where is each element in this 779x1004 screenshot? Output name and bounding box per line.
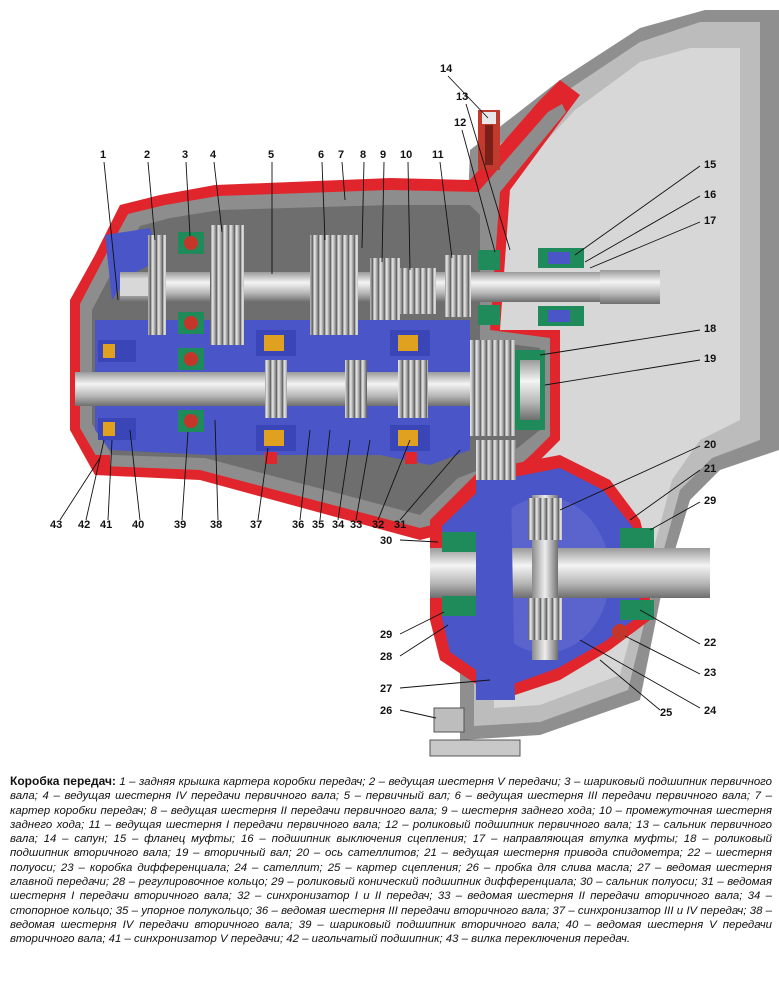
- label-31: 31: [394, 519, 406, 531]
- label-39: 39: [174, 519, 186, 531]
- label-23: 23: [704, 667, 716, 679]
- label-6: 6: [318, 149, 324, 161]
- label-9: 9: [380, 149, 386, 161]
- breather: [478, 110, 500, 170]
- label-12: 12: [454, 117, 466, 129]
- label-20: 20: [704, 439, 716, 451]
- synchronizers: [96, 330, 430, 467]
- label-25: 25: [660, 707, 672, 719]
- main-driven-gear: [476, 440, 516, 700]
- label-40: 40: [132, 519, 144, 531]
- label-11: 11: [432, 149, 444, 161]
- label-28: 28: [380, 651, 392, 663]
- label-34: 34: [332, 519, 345, 531]
- drain-plug: [429, 707, 521, 757]
- input-shaft-bearings: [178, 232, 584, 334]
- label-30: 30: [380, 535, 392, 547]
- label-1: 1: [100, 149, 106, 161]
- label-10: 10: [400, 149, 412, 161]
- label-15: 15: [704, 159, 716, 171]
- label-27: 27: [380, 683, 392, 695]
- label-4: 4: [210, 149, 217, 161]
- input-shaft-gears: [148, 225, 471, 345]
- callout-labels: 1 2 3 4 5 6 7 8 9 10 11 12 13 14 15 16 1…: [50, 63, 717, 719]
- label-26: 26: [380, 705, 392, 717]
- label-41: 41: [100, 519, 112, 531]
- label-36: 36: [292, 519, 304, 531]
- label-21: 21: [704, 463, 716, 475]
- label-19: 19: [704, 353, 716, 365]
- label-17: 17: [704, 215, 716, 227]
- output-shaft-bearings: [178, 348, 204, 432]
- label-22: 22: [704, 637, 716, 649]
- label-14: 14: [440, 63, 453, 75]
- output-shaft: [75, 340, 545, 436]
- leader-lines: [59, 75, 701, 719]
- caption-title: Коробка передач:: [10, 774, 116, 788]
- label-5: 5: [268, 149, 274, 161]
- label-38: 38: [210, 519, 222, 531]
- label-29-left: 29: [380, 629, 392, 641]
- label-13: 13: [456, 91, 468, 103]
- label-8: 8: [360, 149, 366, 161]
- label-42: 42: [78, 519, 90, 531]
- label-32: 32: [372, 519, 384, 531]
- figure-caption: Коробка передач: 1 – задняя крышка карте…: [10, 774, 772, 947]
- label-3: 3: [182, 149, 188, 161]
- label-29-right: 29: [704, 495, 716, 507]
- label-18: 18: [704, 323, 716, 335]
- label-2: 2: [144, 149, 150, 161]
- gearbox-cutaway-diagram: 1 2 3 4 5 6 7 8 9 10 11 12 13 14 15 16 1…: [50, 10, 779, 757]
- label-43: 43: [50, 519, 62, 531]
- label-7: 7: [338, 149, 344, 161]
- label-24: 24: [704, 705, 717, 717]
- label-33: 33: [350, 519, 362, 531]
- label-16: 16: [704, 189, 716, 201]
- label-35: 35: [312, 519, 324, 531]
- input-shaft: [120, 270, 660, 304]
- caption-body: 1 – задняя крышка картера коробки переда…: [10, 776, 773, 946]
- label-37: 37: [250, 519, 262, 531]
